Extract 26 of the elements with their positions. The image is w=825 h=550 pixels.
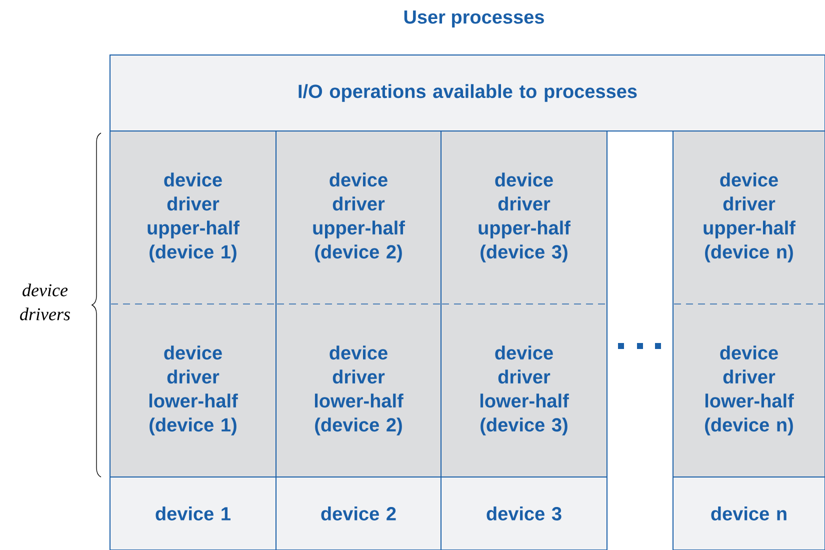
node-label: device driver upper-half (device 3) [478, 172, 570, 262]
heading: User processes [404, 10, 544, 28]
driver-cell: device driver lower-half (device 3) [441, 304, 607, 477]
node-label: device driver upper-half (device n) [704, 172, 796, 262]
node-label: device driver lower-half (device n) [705, 346, 794, 436]
device-cell: device 3 [440, 476, 608, 550]
device-cell: device 2 [276, 476, 442, 550]
node-label: device 1 [156, 506, 230, 520]
node-label: device driver upper-half (device 2) [313, 172, 405, 262]
node-label: device driver lower-half (device 1) [149, 346, 238, 436]
node-label: device driver lower-half (device 2) [314, 346, 404, 436]
node-label: device driver lower-half (device 3) [480, 346, 569, 436]
node-label: device 2 [321, 506, 396, 520]
node-label: device driver upper-half (device 1) [148, 172, 240, 262]
driver-cell: device driver upper-half (device 2) [276, 131, 441, 304]
device-cell: device 1 [110, 476, 276, 550]
driver-cell: device driver upper-half (device 3) [441, 131, 607, 304]
driver-cell: device driver lower-half (device 1) [110, 304, 276, 477]
driver-cell: device driver upper-half (device 1) [110, 131, 276, 304]
interface-band: I/O operations available to processes [110, 54, 825, 132]
device-cell: device n [672, 476, 825, 550]
node-label: device 3 [486, 506, 562, 520]
driver-cell: device driver lower-half (device 2) [276, 304, 441, 477]
driver-cell: device driver upper-half (device n) [673, 131, 825, 304]
brace-label: device drivers [20, 284, 70, 320]
driver-cell: device driver lower-half (device n) [673, 304, 825, 477]
